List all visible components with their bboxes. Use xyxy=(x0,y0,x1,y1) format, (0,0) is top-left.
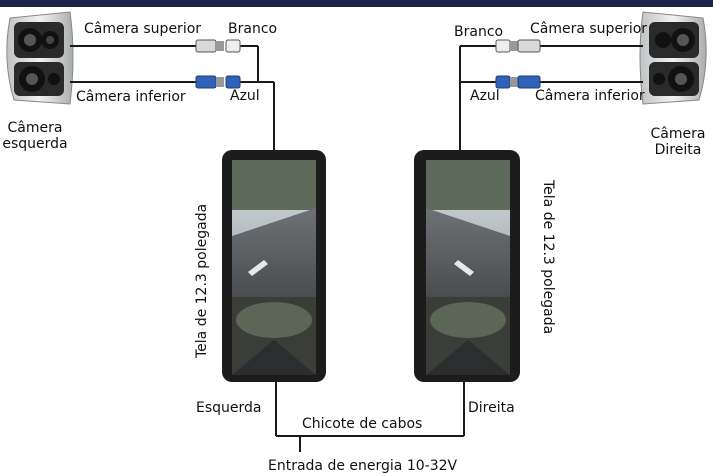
left-cables xyxy=(70,45,275,150)
harness-label: Chicote de cabos xyxy=(302,416,423,432)
left-camera-name-line2: esquerda xyxy=(2,136,68,152)
right-blue-wire-label: Azul xyxy=(470,88,500,104)
top-bar xyxy=(0,0,713,7)
left-lower-camera-label: Câmera inferior xyxy=(76,89,186,105)
left-screen-size-label: Tela de 12.3 polegada xyxy=(194,203,210,358)
right-monitor-icon xyxy=(414,150,520,382)
left-white-wire-label: Branco xyxy=(228,21,278,37)
right-white-wire-label: Branco xyxy=(454,24,504,40)
right-blue-connector-icon xyxy=(495,75,541,89)
right-camera-name: Câmera Direita xyxy=(645,126,711,158)
left-upper-camera-label: Câmera superior xyxy=(84,21,202,37)
left-blue-wire-label: Azul xyxy=(230,88,260,104)
right-lower-camera-label: Câmera inferior xyxy=(535,88,645,104)
right-camera-name-line1: Câmera xyxy=(650,126,706,142)
wiring-harness xyxy=(275,382,465,452)
right-camera-name-line2: Direita xyxy=(654,142,702,158)
left-white-connector-icon xyxy=(195,39,241,53)
right-cables xyxy=(459,45,643,150)
right-white-connector-icon xyxy=(495,39,541,53)
left-camera-icon xyxy=(6,11,74,105)
left-blue-connector-icon xyxy=(195,75,241,89)
left-monitor-icon xyxy=(222,150,326,382)
left-side-label: Esquerda xyxy=(196,400,262,416)
right-camera-icon xyxy=(639,11,707,105)
right-side-label: Direita xyxy=(468,400,515,416)
left-camera-name-line1: Câmera xyxy=(7,120,63,136)
right-screen-size-label: Tela de 12.3 polegada xyxy=(540,180,556,335)
left-camera-name: Câmera esquerda xyxy=(2,120,68,152)
power-input-label: Entrada de energia 10-32V xyxy=(268,458,458,474)
right-upper-camera-label: Câmera superior xyxy=(530,21,648,37)
